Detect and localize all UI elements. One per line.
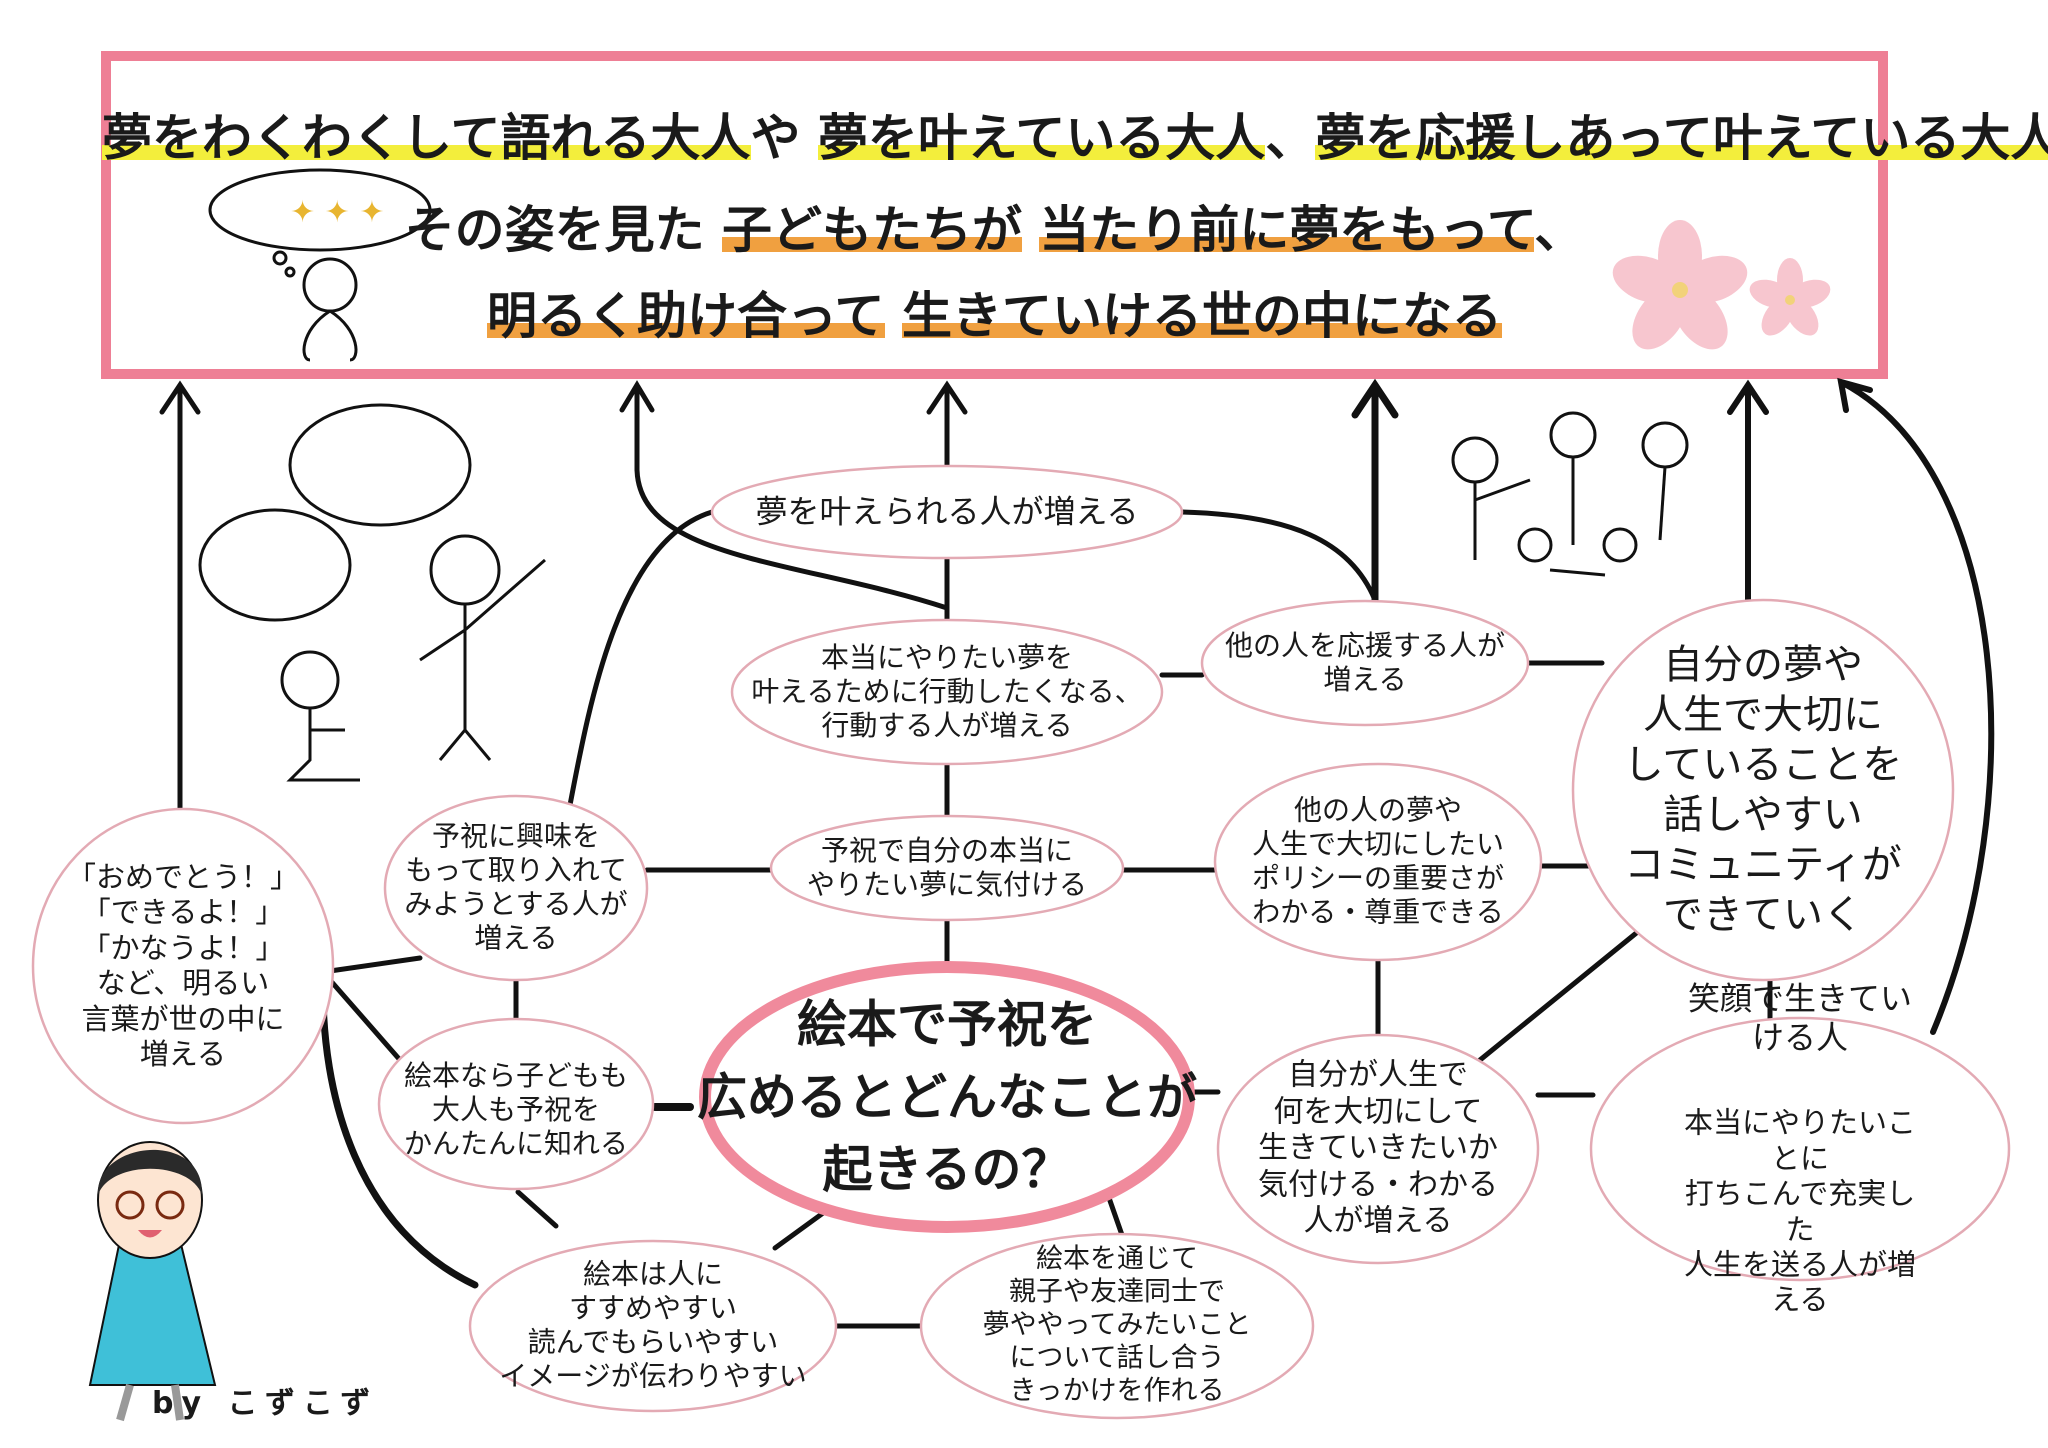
node-dreams-come-true: 夢を叶えられる人が増える <box>755 492 1139 531</box>
node-want-to-act: 本当にやりたい夢を 叶えるために行動したくなる、 行動する人が増える <box>751 640 1143 743</box>
link-dreams-to-support <box>1179 509 1378 603</box>
node-shape-interest <box>383 794 649 982</box>
node-shape-notice <box>769 814 1125 922</box>
node-shape-bright <box>31 807 335 1125</box>
link-bright-to-book-easy <box>320 969 403 1063</box>
node-shapes <box>31 464 2011 1420</box>
link-bright-to-recommend <box>319 968 479 1289</box>
node-smile-body: 本当にやりたいことに 打ちこんで充実した 人生を送る人が増える <box>1683 1105 1916 1317</box>
link-interest-to-dreams <box>567 509 715 808</box>
link-center-to-talk <box>1105 1192 1125 1238</box>
arrow-community-to-header <box>1727 379 1769 603</box>
node-community: 自分の夢や 人生で大切に していることを 話しやすい コミュニティが できていく <box>1623 642 1903 938</box>
node-easy-to-recommend: 絵本は人に すすめやすい 読んでもらいやすい イメージが伝わりやすい <box>499 1257 807 1394</box>
node-shape-center <box>699 961 1195 1233</box>
cherry-blossom-icon <box>1612 220 1831 350</box>
header-segment: 夢を叶えている大人 <box>817 109 1266 167</box>
header-line-2: その姿を見た 子どもたちが 当たり前に夢をもって、 <box>102 190 1887 262</box>
node-bright-words: 「おめでとう！」 「できるよ！」 「かなうよ！」 など、明るい 言葉が世の中に … <box>66 859 300 1071</box>
node-talk-opportunity: 絵本を通じて 親子や友達同士で 夢ややってみたいこと について話し合う きっかけ… <box>982 1243 1252 1407</box>
header-line-3: 明るく助け合って 生きていける世の中になる <box>102 276 1887 348</box>
arrow-support-to-header <box>1351 378 1399 604</box>
node-shape-support <box>1200 599 1530 727</box>
header-segment: 子どもたちが <box>722 201 1022 259</box>
people-with-dreams-illustration <box>198 403 546 782</box>
author-credit: by こずこず <box>152 1386 379 1421</box>
node-know-what-matters: 自分が人生で 何を大切にして 生きていきたいか 気付ける・わかる 人が増える <box>1258 1057 1498 1239</box>
header-segment: 生きていける世の中になる <box>901 287 1502 345</box>
connections <box>159 377 1995 1329</box>
header-segment: その姿を見た <box>404 201 722 259</box>
link-center-to-recommend <box>772 1205 833 1251</box>
node-interest-yoshuku: 予祝に興味を もって取り入れて みようとする人が 増える <box>404 819 628 956</box>
node-shape-want-act <box>730 618 1164 766</box>
node-notice-dream: 予祝で自分の本当に やりたい夢に気付ける <box>806 833 1088 901</box>
header-segment: 夢を応援しあって叶えている大人 <box>1315 109 2048 167</box>
header-segment: 夢をわくわくして語れる大人 <box>102 109 751 167</box>
header-segment <box>1022 201 1039 259</box>
node-shape-recommend <box>468 1239 838 1413</box>
node-shape-dreams <box>710 464 1184 560</box>
node-shape-respect <box>1213 762 1543 962</box>
node-respect-others: 他の人の夢や 人生で大切にしたい ポリシーの重要さが わかる・尊重できる <box>1251 793 1505 930</box>
header-segment: 当たり前に夢をもって <box>1039 201 1535 259</box>
header-segment: 、 <box>1534 201 1585 259</box>
link-know-to-community <box>1477 927 1643 1063</box>
link-book-easy-to-recommend <box>515 1189 559 1229</box>
group-conversation-illustration <box>1451 411 1689 577</box>
header-line-1: 夢をわくわくして語れる大人や 夢を叶えている大人、夢を応援しあって叶えている大人 <box>102 98 2048 170</box>
node-shape-talk <box>919 1232 1315 1420</box>
node-shape-book-easy <box>377 1017 655 1191</box>
author-avatar <box>88 1141 217 1422</box>
header-segment: や <box>750 109 818 167</box>
node-shape-smile <box>1589 1016 2011 1282</box>
node-smile-life: 笑顔で生きていける人 本当にやりたいことに 打ちこんで充実した 人生を送る人が増… <box>1676 946 1924 1353</box>
header-segment <box>885 287 902 345</box>
svg-text:✦ ✦ ✦: ✦ ✦ ✦ <box>290 195 384 230</box>
dreaming-person-illustration: ✦ ✦ ✦ <box>208 168 432 362</box>
header-segment: 明るく助け合って <box>487 287 885 345</box>
node-smile-title: 笑顔で生きていける人 <box>1687 979 1912 1057</box>
arrow-smile-to-header <box>1837 377 1995 1035</box>
node-shape-know <box>1216 1033 1540 1265</box>
header-segment: 、 <box>1265 109 1316 167</box>
node-picture-book-easy: 絵本なら子どもも 大人も予祝を かんたんに知れる <box>403 1058 629 1161</box>
arrow-bright-words-to-header <box>159 380 201 811</box>
arrow-curve-to-header <box>619 380 950 611</box>
link-bright-to-interest <box>320 955 423 975</box>
node-support-others: 他の人を応援する人が 増える <box>1224 628 1506 696</box>
center-question: 絵本で予祝を 広めるとどんなことが 起きるの？ <box>697 995 1197 1199</box>
node-shape-community <box>1571 598 1955 982</box>
